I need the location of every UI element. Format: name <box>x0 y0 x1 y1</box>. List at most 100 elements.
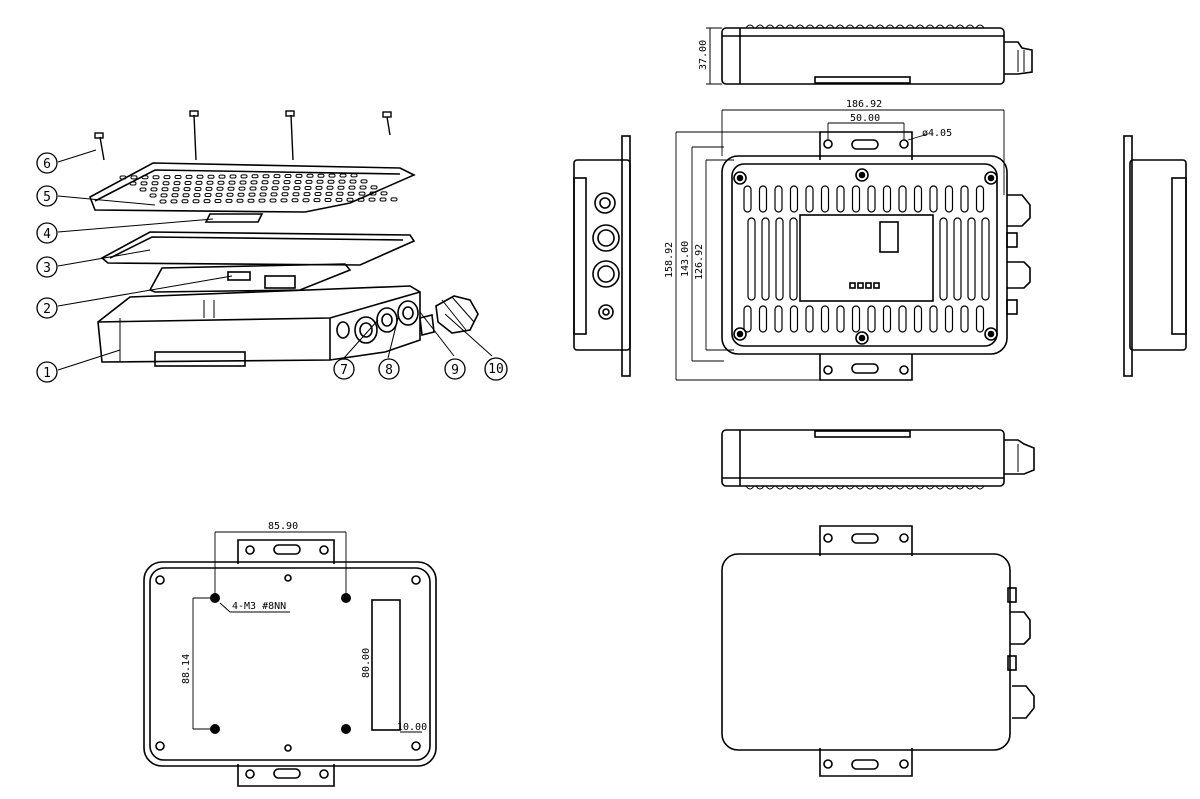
callout-circle <box>36 185 58 207</box>
fin-slot <box>851 185 861 213</box>
fin-slot <box>761 217 770 301</box>
lid-fin <box>205 186 213 191</box>
lid-fin <box>280 198 288 203</box>
callout-circle <box>36 152 58 174</box>
lid-fin <box>185 174 193 179</box>
lid-fin <box>270 192 278 197</box>
fin-slot <box>758 185 768 213</box>
lid-fin <box>326 185 334 190</box>
exploded-view: 1 2 3 4 5 6 7 8 9 10 <box>36 110 508 383</box>
lid-fin <box>194 187 202 191</box>
fin-slot <box>789 185 799 213</box>
lid-fin <box>152 175 160 180</box>
lid-fin <box>358 191 366 196</box>
fin-slot <box>944 185 954 213</box>
fin-tip <box>835 485 845 490</box>
lid-fin <box>171 193 179 198</box>
lid-fin <box>150 187 158 192</box>
lid-fin <box>236 198 244 203</box>
fin-tip <box>885 485 895 490</box>
lid-fin <box>325 191 333 196</box>
callout-circle <box>484 357 508 381</box>
lid-fin <box>292 192 300 197</box>
fin-slot <box>913 185 923 213</box>
left-side-view <box>573 135 631 377</box>
lid-fin <box>183 187 191 192</box>
mount-boss-hole <box>987 330 995 338</box>
callout-circle <box>36 256 58 278</box>
lid-fin <box>316 179 324 184</box>
pcb-part <box>148 263 352 293</box>
lid-fin <box>250 180 258 185</box>
connector-parts <box>336 295 479 344</box>
fin-tip <box>895 24 905 29</box>
callout-leaders <box>57 149 493 371</box>
led-indicator <box>849 282 856 289</box>
fin-slot <box>929 305 938 333</box>
fin-tip <box>915 24 925 29</box>
callout-8: 8 <box>385 363 393 378</box>
hole-spacing-dimension: 85.90 <box>268 521 298 532</box>
callout-4: 4 <box>43 227 51 242</box>
lid-fin <box>379 197 387 202</box>
lid-fin <box>229 174 237 179</box>
fin-slot <box>758 305 768 333</box>
fin-slot <box>960 185 969 213</box>
fin-tip <box>905 24 915 29</box>
lid-fin <box>357 197 365 202</box>
lid-fin <box>149 193 157 198</box>
fin-tip <box>905 485 915 490</box>
fin-tip <box>785 24 795 29</box>
lid-fin <box>216 186 224 191</box>
led-indicator <box>865 282 872 289</box>
fin-tip <box>795 24 805 29</box>
mount-boss <box>855 168 869 182</box>
slot-offset-dimension: 10.00 <box>397 722 427 733</box>
lid-fin <box>204 193 212 197</box>
overall-width-dimension: 186.92 <box>846 99 882 110</box>
lid-fin <box>225 198 233 203</box>
callout-circle <box>444 358 466 380</box>
lid-fin <box>192 199 200 204</box>
lid-fin <box>140 181 148 186</box>
fin-tip <box>965 485 975 490</box>
lid-fin <box>218 174 226 179</box>
lid-fin <box>196 174 204 179</box>
fin-tip <box>965 24 975 29</box>
lid-fin <box>206 180 214 185</box>
lid-fin <box>350 173 358 178</box>
fin-slot <box>820 305 830 333</box>
hole-callout-label: 4-M3 #8NN <box>232 601 286 612</box>
lid-fin <box>348 185 356 190</box>
fin-slot <box>929 185 938 213</box>
callout-circle <box>36 297 58 319</box>
fin-tip <box>815 485 825 490</box>
enclosure-body-part <box>97 285 421 367</box>
fin-slot <box>867 185 876 213</box>
fin-slot <box>743 305 752 333</box>
lid-fin <box>305 179 313 184</box>
lid-fin <box>313 198 321 203</box>
lid-fin <box>295 173 303 178</box>
lid-fin <box>315 185 323 190</box>
lid-fin <box>162 181 170 186</box>
callout-circle <box>36 222 58 244</box>
fin-tip <box>935 485 945 490</box>
fin-tip <box>825 24 835 29</box>
lid-fin <box>203 199 211 204</box>
lid-fin <box>151 181 159 186</box>
callout-6: 6 <box>43 157 51 172</box>
lid-fin <box>258 198 266 203</box>
lid-fin <box>368 197 376 202</box>
lid-fin <box>302 198 310 203</box>
callout-circle <box>333 358 355 380</box>
fin-slot <box>981 217 990 301</box>
gasket-part <box>204 213 264 223</box>
fin-tip <box>925 485 935 490</box>
fin-tip <box>845 24 855 29</box>
led-indicator <box>873 282 880 289</box>
callout-circle <box>36 361 58 383</box>
fin-tip <box>835 24 845 29</box>
lid-fin <box>251 174 259 179</box>
